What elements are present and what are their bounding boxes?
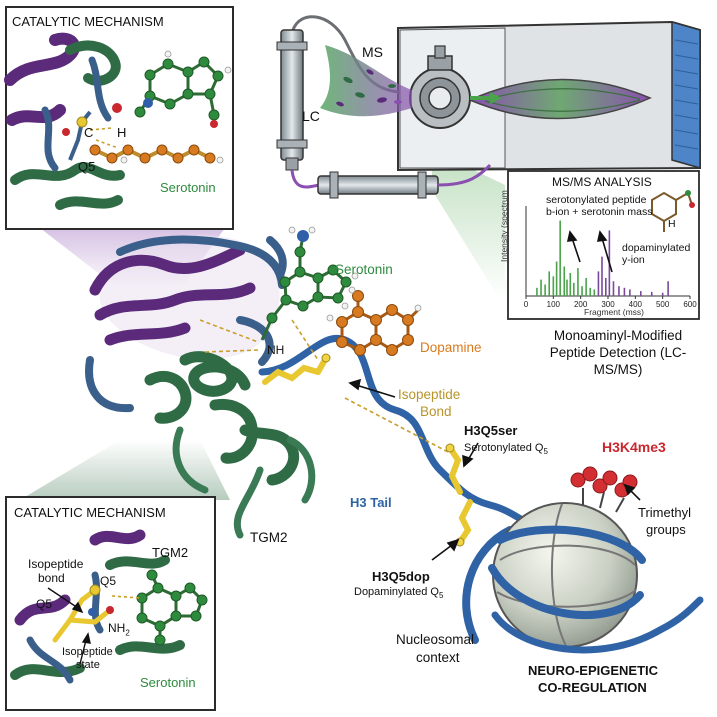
msms-structure-h: H: [668, 218, 676, 230]
hydrogen-bonds-main: [199, 319, 449, 453]
bottom-inset-isopeptide-bond-line2: bond: [38, 571, 65, 585]
top-inset-serotonin-label: Serotonin: [160, 180, 216, 195]
msms-x-tick-label: 100: [547, 300, 561, 309]
detection-caption-line2: Peptide Detection (LC-: [549, 345, 687, 360]
msms-note-dopaminylated-line2: y-ion: [622, 254, 645, 266]
msms-x-tick-label: 200: [574, 300, 588, 309]
msms-x-tick-label: 400: [629, 300, 643, 309]
top-inset-atom-h: H: [117, 125, 127, 140]
neuro-epigenetic-label-line2: CO-REGULATION: [538, 680, 647, 695]
top-inset-atom-c: C: [84, 125, 94, 140]
msms-x-tick-label: 300: [601, 300, 615, 309]
bottom-inset-isopeptide-state-line1: Isopeptide: [62, 646, 113, 658]
dopamine-molecule: [326, 286, 422, 356]
bottom-inset-serotonin-label: Serotonin: [140, 675, 196, 690]
glutamine-q5-serotonylated: [447, 445, 463, 495]
bottom-inset-isopeptide-state-line2: state: [76, 659, 100, 671]
trimethyl-groups-label-line1: Trimethyl: [638, 505, 691, 520]
nucleosomal-context-label-line2: context: [416, 650, 460, 665]
msms-note-serotonylated-line2: b-ion + serotonin mass: [546, 206, 653, 218]
h3-tail-strand: [258, 334, 544, 534]
h3k4me3-label: H3K4me3: [602, 439, 666, 455]
isopeptide-bond-label-line1: Isopeptide: [398, 387, 461, 402]
bottom-inset-tgm2-label: TGM2: [152, 545, 189, 560]
bottom-inset-q5-left: Q5: [36, 597, 53, 611]
tgm2-main-label: TGM2: [250, 530, 288, 545]
nh-label: NH: [267, 343, 285, 357]
nucleosomal-context-label-line1: Nucleosomal: [396, 632, 475, 647]
tgm2-protein-structure: [85, 234, 316, 539]
lc-column-icon: [276, 15, 492, 199]
bottom-inset-artwork: [10, 529, 208, 684]
lc-label: LC: [302, 108, 320, 124]
bottom-inset-title: CATALYTIC MECHANISM: [14, 505, 166, 520]
ms-label: MS: [362, 44, 383, 60]
msms-y-axis-label: Intensity (spectrum: [499, 190, 509, 262]
trimethyl-groups-label-line2: groups: [646, 522, 686, 537]
msms-x-axis-label: Fragment (mss): [584, 307, 644, 317]
bottom-inset-isopeptide-bond-line1: Isopeptide: [28, 557, 84, 571]
dopaminylated-q5-label: Dopaminylated Q5: [354, 586, 444, 601]
bottom-inset-nh2-label: NH2: [108, 621, 130, 638]
msms-x-tick-label: 0: [524, 300, 529, 309]
msms-x-tick-label: 600: [683, 300, 697, 309]
mass-spectrometer-icon: [397, 20, 701, 172]
top-inset-title: CATALYTIC MECHANISM: [12, 14, 164, 29]
serotonylated-q5-label: Serotonylated Q5: [464, 442, 548, 457]
msms-spectrum-chart: 0 100 200 300 400 500 600: [524, 206, 697, 309]
detection-caption-line1: Monoaminyl-Modified: [553, 328, 683, 343]
annotation-arrows: [348, 230, 641, 561]
serotonin-main-label: Serotonin: [335, 262, 393, 277]
msms-note-dopaminylated-line1: dopaminylated: [622, 242, 691, 254]
h3q5ser-label: H3Q5ser: [464, 423, 518, 438]
zoom-cone-bottom: [20, 440, 230, 500]
neuro-epigenetic-label-line1: NEURO-EPIGENETIC: [528, 663, 659, 678]
h3q5dop-label: H3Q5dop: [372, 569, 430, 584]
bottom-inset-q5-top: Q5: [100, 574, 117, 588]
msms-x-tick-label: 500: [656, 300, 670, 309]
top-inset-artwork: [4, 32, 232, 210]
nucleosome-icon: [462, 502, 704, 654]
isopeptide-bond-label-line2: Bond: [420, 404, 452, 419]
msms-title: MS/MS ANALYSIS: [552, 175, 652, 189]
electrospray-plume: [320, 45, 412, 117]
zoom-cone-ms: [432, 150, 540, 300]
serotonin-molecule-main: [260, 226, 359, 341]
msms-note-serotonylated-line1: serotonylated peptide: [546, 194, 647, 206]
detection-caption-line3: MS/MS): [593, 362, 643, 377]
dopamine-label: Dopamine: [420, 340, 482, 355]
h3-tail-label: H3 Tail: [350, 495, 392, 510]
top-inset-residue-q5: Q5: [78, 159, 96, 174]
glutamine-q5-dopaminylated: [457, 499, 473, 545]
